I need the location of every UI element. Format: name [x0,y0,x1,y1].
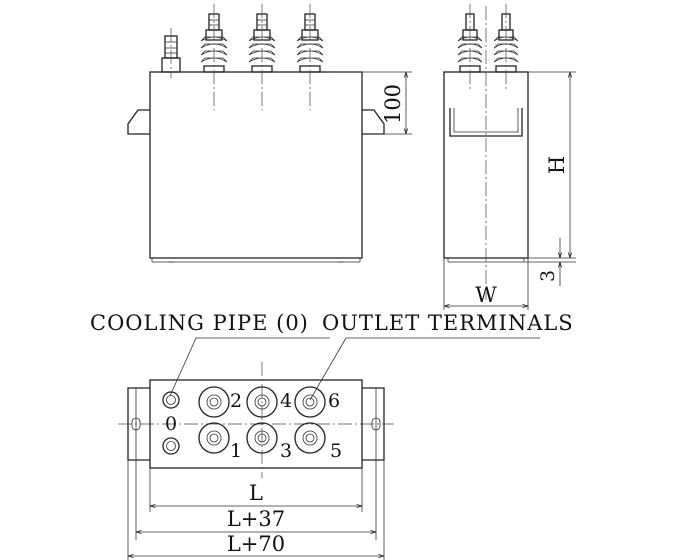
front-bushing-2 [248,4,276,110]
terminal-label-1: 1 [230,440,242,462]
front-view: 100 [127,4,412,263]
outlet-terminal-6 [294,386,326,418]
side-view: H 3 W [443,4,576,310]
side-bushings [457,4,519,90]
side-base-dim: 3 [537,270,559,282]
outlet-terminal-5 [294,422,326,454]
outlet-terminal-4 [246,386,278,418]
outlet-terminal-2 [198,386,230,418]
outlet-terminal-1 [198,422,230,454]
label-outlet-terminals: OUTLET TERMINALS [322,311,574,335]
dim-l-70: L+70 [227,532,285,556]
leader-cooling-pipe [169,337,330,397]
top-view: COOLING PIPE (0) OUTLET TERMINALS 0 2 [90,311,574,560]
terminal-label-5: 5 [330,440,342,462]
side-bracket [449,108,523,137]
front-cooling-pipe [161,28,181,78]
side-height-dim: H [545,156,569,174]
side-width-dim: W [475,283,497,307]
terminal-label-4: 4 [280,390,292,412]
outlet-terminals [198,386,326,454]
front-bushings [200,4,324,110]
cooling-pipe-label: 0 [165,413,177,435]
label-cooling-pipe: COOLING PIPE (0) [90,311,309,335]
front-left-bracket [127,109,150,135]
side-bushing-1 [457,4,483,90]
outlet-terminal-3 [246,422,278,454]
front-bushing-1 [200,4,228,110]
cooling-pipe-top [162,391,180,409]
dim-l: L [249,481,263,505]
side-bushing-2 [493,4,519,90]
terminal-label-3: 3 [280,440,292,462]
front-view-body [149,71,363,259]
leader-outlet-terminals [309,337,540,401]
front-height-dim: 100 [381,84,405,124]
front-bushing-3 [296,4,324,110]
dim-l-37: L+37 [227,507,285,531]
terminal-label-6: 6 [328,390,340,412]
terminal-label-2: 2 [230,390,242,412]
cooling-pipe-bottom [162,437,180,455]
